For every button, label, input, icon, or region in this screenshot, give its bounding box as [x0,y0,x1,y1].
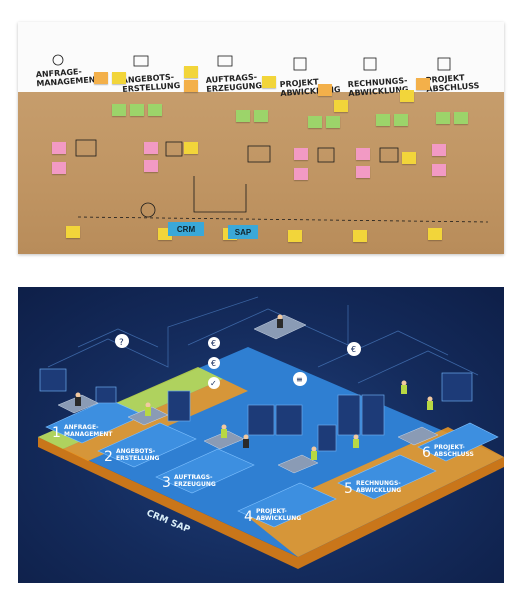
dashboard-screen [338,395,360,435]
svg-text:€: € [351,345,356,354]
step-label-3: AUFTRAGS-ERZEUGUNG [174,474,216,488]
step-label-2: ANGEBOTS-ERSTELLUNG [116,448,160,462]
doodle-person-icon [53,55,63,65]
person-body [427,401,433,410]
person-body [401,385,407,394]
person-head [354,435,359,440]
doodle-gear-icon [141,203,155,217]
step-number-2: 2 [104,449,113,465]
person-head [244,435,249,440]
svg-text:≡: ≡ [296,375,303,384]
doodle-screen-icon [318,148,334,162]
isometric-process-illustration: 1 ANFRAGE-MANAGEMENT 2 ANGEBOTS-ERSTELLU… [18,287,504,583]
dashboard-screen [248,405,274,435]
step-number-3: 3 [162,475,171,491]
person-body [243,439,249,448]
dashboard-screen [40,369,66,391]
board-doodles [18,22,504,254]
step-label-5: RECHNUNGS-ABWICKLUNG [356,480,401,494]
person-head [146,403,151,408]
dashboard-screen [276,405,302,435]
person-body [145,407,151,416]
doodle-screen-icon [380,148,398,162]
svg-text:?: ? [119,338,124,348]
svg-text:€: € [211,359,216,368]
person-body [221,429,227,438]
step-number-1: 1 [52,425,61,441]
doodle-screen-icon [166,142,182,156]
dashboard-screen [442,373,472,401]
dashboard-screen [362,395,384,435]
person-body [277,319,283,328]
dashboard-screen [318,425,336,451]
person-head [312,447,317,452]
sap-system-label: SAP [169,519,192,536]
svg-text:€: € [211,339,216,348]
sap-system-tag: SAP [228,225,258,239]
step-number-6: 6 [422,445,431,461]
dashboard-screen [96,387,116,403]
doodle-checklist-icon [294,58,306,70]
doodle-screen-icon [76,140,96,156]
person-body [353,439,359,448]
doodle-screen-icon [248,146,270,162]
step-number-5: 5 [344,481,353,497]
person-head [278,315,283,320]
doodle-document-icon [218,56,232,66]
isometric-scene: 1 ANFRAGE-MANAGEMENT 2 ANGEBOTS-ERSTELLU… [18,287,504,583]
doodle-flag-icon [438,58,450,70]
process-board-photo: Anfrage-management Angebots-erstellung A… [18,22,504,254]
person-head [222,425,227,430]
person-body [75,397,81,406]
doodle-flow-arrow [194,176,246,212]
person-head [76,393,81,398]
step-number-4: 4 [244,509,253,525]
doodle-document-icon [134,56,148,66]
crm-system-label: CRM [145,509,170,527]
person-body [311,451,317,460]
crm-system-tag: CRM [168,222,204,236]
svg-text:✓: ✓ [210,379,217,388]
doodle-timeline [78,217,488,222]
dashboard-screen [168,391,190,421]
person-head [428,397,433,402]
doodle-invoice-icon [364,58,376,70]
person-head [402,381,407,386]
